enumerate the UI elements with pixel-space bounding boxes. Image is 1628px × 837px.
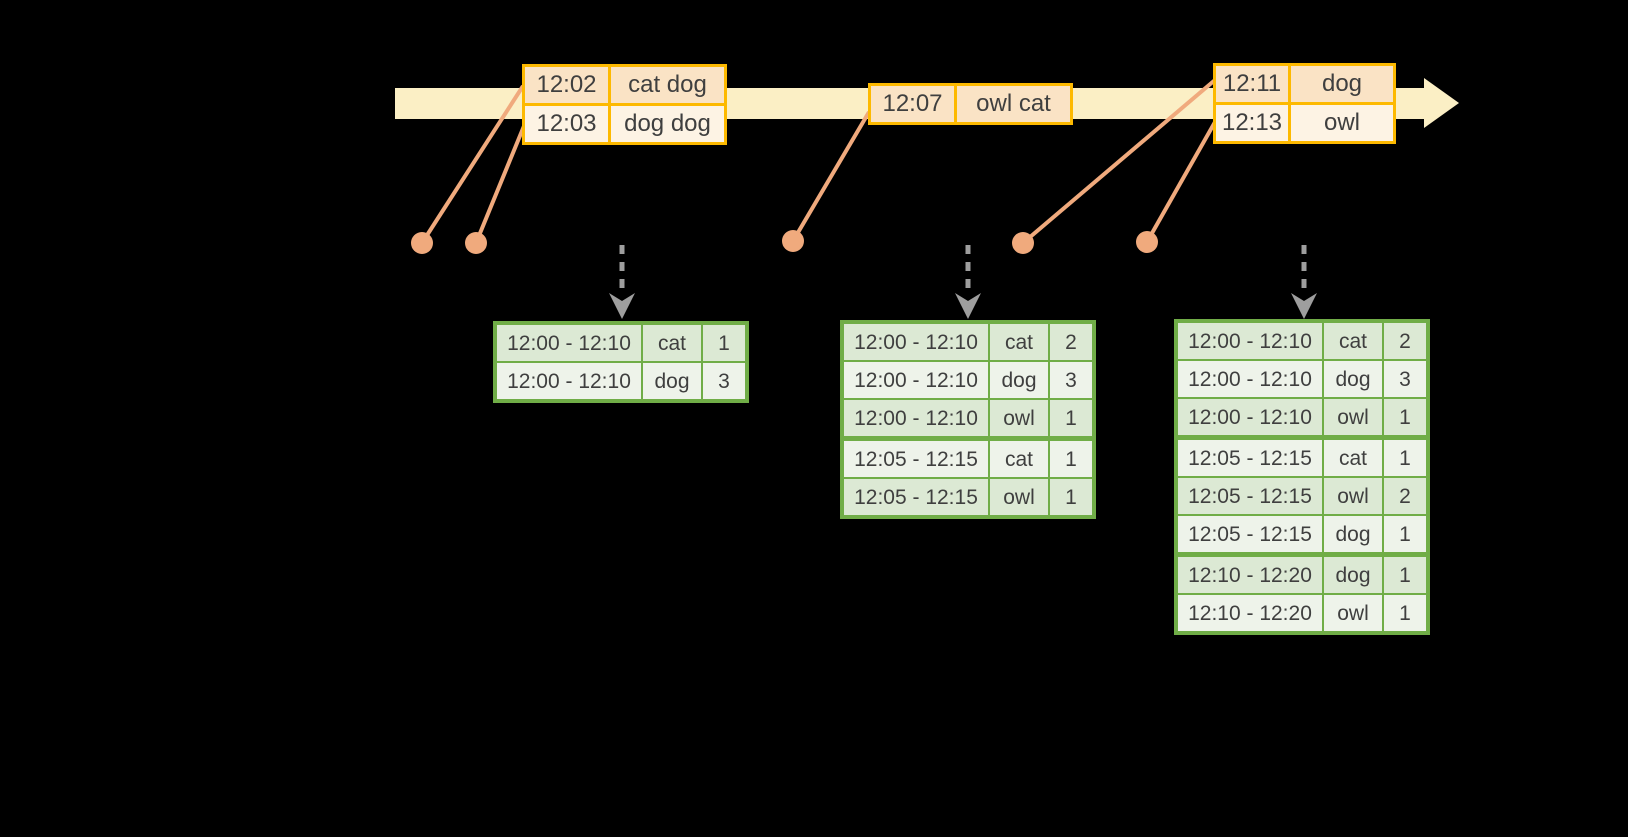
count-cell: 2: [1384, 323, 1426, 359]
result-row: 12:05 - 12:15 cat 1: [844, 436, 1092, 477]
window-cell: 12:05 - 12:15: [1178, 440, 1324, 476]
result-row: 12:05 - 12:15 owl 1: [844, 477, 1092, 515]
count-cell: 2: [1384, 478, 1426, 514]
word-cell: cat: [643, 325, 703, 361]
count-cell: 3: [1050, 362, 1092, 398]
event-words: owl: [1291, 105, 1393, 141]
event-words: cat dog: [611, 67, 724, 103]
event-table-1207: 12:07 owl cat: [868, 83, 1073, 125]
result-row: 12:00 - 12:10 cat 2: [1178, 323, 1426, 359]
count-cell: 3: [1384, 361, 1426, 397]
trigger-arrowheads: [609, 293, 1317, 319]
event-connector-line: [474, 125, 526, 244]
result-row: 12:00 - 12:10 dog 3: [1178, 359, 1426, 397]
result-row: 12:10 - 12:20 dog 1: [1178, 552, 1426, 593]
count-cell: 1: [1050, 479, 1092, 515]
event-words: dog dog: [611, 106, 724, 142]
window-cell: 12:10 - 12:20: [1178, 557, 1324, 593]
event-connector-line: [420, 84, 525, 245]
window-cell: 12:05 - 12:15: [844, 479, 990, 515]
event-row: 12:02 cat dog: [525, 67, 724, 103]
result-row: 12:00 - 12:10 owl 1: [1178, 397, 1426, 435]
result-row: 12:05 - 12:15 cat 1: [1178, 435, 1426, 476]
word-cell: cat: [1324, 323, 1384, 359]
result-row: 12:00 - 12:10 dog 3: [844, 360, 1092, 398]
count-cell: 1: [1050, 400, 1092, 436]
down-arrowhead-icon: [955, 293, 981, 319]
result-row: 12:10 - 12:20 owl 1: [1178, 593, 1426, 631]
result-row: 12:00 - 12:10 cat 2: [844, 324, 1092, 360]
result-row: 12:00 - 12:10 cat 1: [497, 325, 745, 361]
word-cell: owl: [990, 400, 1050, 436]
event-row: 12:03 dog dog: [525, 103, 724, 142]
window-cell: 12:05 - 12:15: [1178, 478, 1324, 514]
word-cell: cat: [1324, 440, 1384, 476]
event-row: 12:13 owl: [1216, 102, 1393, 141]
event-connector-line: [791, 110, 871, 243]
word-cell: owl: [990, 479, 1050, 515]
event-dot-icon: [465, 232, 487, 254]
event-connector-line: [1145, 121, 1217, 243]
result-table-2: 12:00 - 12:10 cat 2 12:00 - 12:10 dog 3 …: [840, 320, 1096, 519]
word-cell: cat: [990, 441, 1050, 477]
event-time: 12:13: [1216, 105, 1291, 141]
event-connector-lines: [420, 78, 1217, 245]
event-time: 12:11: [1216, 66, 1291, 102]
event-dots: [411, 230, 1158, 254]
count-cell: 1: [703, 325, 745, 361]
result-row: 12:05 - 12:15 dog 1: [1178, 514, 1426, 552]
event-dot-icon: [1136, 231, 1158, 253]
event-table-1211-1213: 12:11 dog 12:13 owl: [1213, 63, 1396, 144]
down-arrowhead-icon: [609, 293, 635, 319]
count-cell: 1: [1384, 516, 1426, 552]
word-cell: cat: [990, 324, 1050, 360]
word-cell: dog: [1324, 557, 1384, 593]
count-cell: 1: [1384, 595, 1426, 631]
count-cell: 1: [1384, 557, 1426, 593]
window-cell: 12:00 - 12:10: [1178, 323, 1324, 359]
event-time: 12:03: [525, 106, 611, 142]
count-cell: 1: [1050, 441, 1092, 477]
word-cell: dog: [1324, 361, 1384, 397]
window-cell: 12:10 - 12:20: [1178, 595, 1324, 631]
word-cell: dog: [643, 363, 703, 399]
event-row: 12:07 owl cat: [871, 86, 1070, 122]
event-words: dog: [1291, 66, 1393, 102]
word-cell: owl: [1324, 478, 1384, 514]
timeline-arrowhead-icon: [1424, 78, 1459, 128]
event-dot-icon: [411, 232, 433, 254]
event-row: 12:11 dog: [1216, 66, 1393, 102]
event-dot-icon: [1012, 232, 1034, 254]
result-table-1: 12:00 - 12:10 cat 1 12:00 - 12:10 dog 3: [493, 321, 749, 403]
word-cell: dog: [990, 362, 1050, 398]
window-cell: 12:00 - 12:10: [497, 325, 643, 361]
word-cell: owl: [1324, 595, 1384, 631]
event-words: owl cat: [957, 86, 1070, 122]
window-cell: 12:00 - 12:10: [844, 362, 990, 398]
window-cell: 12:00 - 12:10: [1178, 361, 1324, 397]
word-cell: owl: [1324, 399, 1384, 435]
count-cell: 1: [1384, 440, 1426, 476]
result-table-3: 12:00 - 12:10 cat 2 12:00 - 12:10 dog 3 …: [1174, 319, 1430, 635]
count-cell: 1: [1384, 399, 1426, 435]
result-row: 12:00 - 12:10 owl 1: [844, 398, 1092, 436]
event-time: 12:02: [525, 67, 611, 103]
down-arrowhead-icon: [1291, 293, 1317, 319]
trigger-arrows: [619, 245, 1307, 296]
event-connector-line: [1021, 78, 1217, 245]
result-row: 12:00 - 12:10 dog 3: [497, 361, 745, 399]
word-cell: dog: [1324, 516, 1384, 552]
event-dot-icon: [782, 230, 804, 252]
result-row: 12:05 - 12:15 owl 2: [1178, 476, 1426, 514]
window-cell: 12:00 - 12:10: [497, 363, 643, 399]
window-cell: 12:00 - 12:10: [844, 324, 990, 360]
window-cell: 12:05 - 12:15: [844, 441, 990, 477]
count-cell: 3: [703, 363, 745, 399]
event-table-1202-1203: 12:02 cat dog 12:03 dog dog: [522, 64, 727, 145]
event-time: 12:07: [871, 86, 957, 122]
window-cell: 12:00 - 12:10: [1178, 399, 1324, 435]
window-cell: 12:05 - 12:15: [1178, 516, 1324, 552]
count-cell: 2: [1050, 324, 1092, 360]
window-cell: 12:00 - 12:10: [844, 400, 990, 436]
